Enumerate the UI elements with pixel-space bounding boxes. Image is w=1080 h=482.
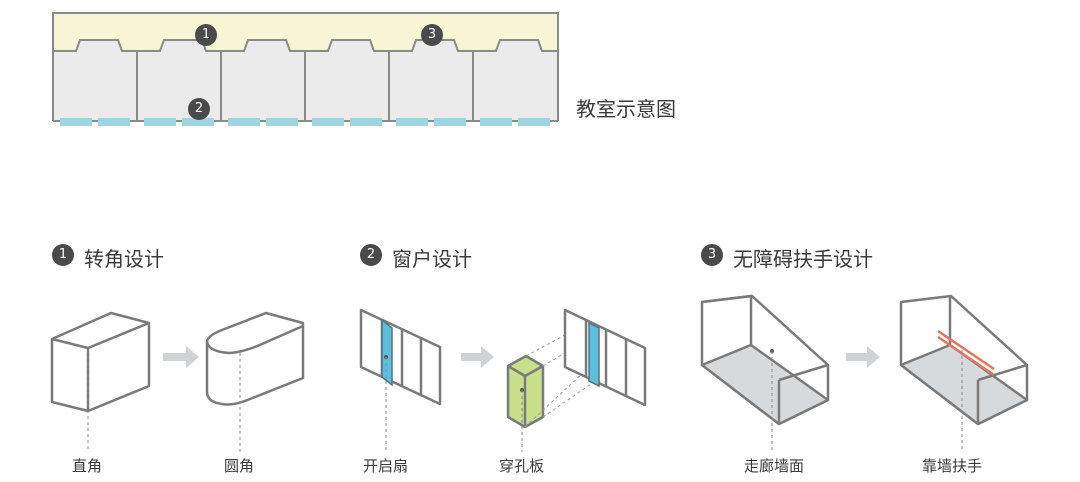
window-with-panel-glass xyxy=(588,321,600,388)
caption-rounded-corner: 圆角 xyxy=(224,457,255,475)
plan-marker-2: 2 xyxy=(188,98,210,120)
corridor-wall xyxy=(700,294,830,426)
arrow-3 xyxy=(846,346,880,368)
section-1-number: 1 xyxy=(52,244,74,266)
classroom-partitions xyxy=(136,51,474,121)
rounded-corner-box xyxy=(205,311,305,406)
arrow-2 xyxy=(461,346,494,368)
plan-marker-3: 3 xyxy=(421,24,443,46)
plan-caption: 教室示意图 xyxy=(576,97,676,121)
caption-square-corner: 直角 xyxy=(72,457,103,475)
handrail-icon xyxy=(937,329,995,377)
square-corner-box xyxy=(50,311,151,413)
perforated-panel xyxy=(506,354,545,429)
section-1-title: 转角设计 xyxy=(84,247,164,271)
section-3-title: 无障碍扶手设计 xyxy=(733,247,873,271)
arrow-1 xyxy=(163,346,199,368)
opening-sash-window xyxy=(359,308,442,406)
corridor-band xyxy=(52,12,559,52)
window-with-panel xyxy=(563,308,647,407)
section-2-number: 2 xyxy=(360,244,382,266)
caption-wall-handrail: 靠墙扶手 xyxy=(922,457,983,475)
section-2-title: 窗户设计 xyxy=(392,247,472,271)
plan-marker-1: 1 xyxy=(195,24,217,46)
caption-perforated-panel: 穿孔板 xyxy=(499,457,545,475)
wall-with-handrail xyxy=(899,294,1029,426)
classroom-windows xyxy=(60,118,550,126)
section-3-number: 3 xyxy=(701,244,723,266)
caption-corridor-wall: 走廊墙面 xyxy=(744,457,805,475)
opening-sash-glass xyxy=(381,318,393,387)
caption-opening-sash: 开启扇 xyxy=(363,457,409,475)
